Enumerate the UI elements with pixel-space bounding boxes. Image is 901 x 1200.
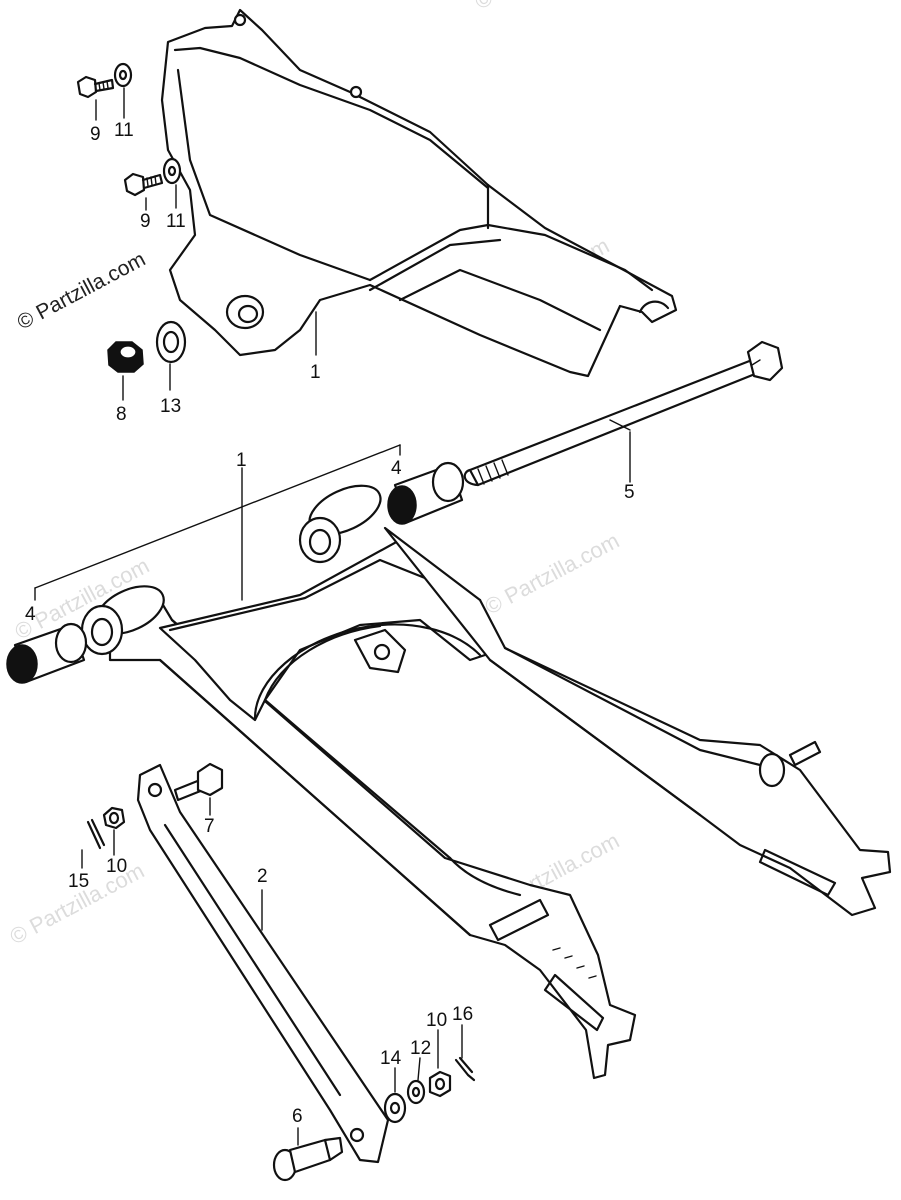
callout-1-arm: 1 [236,450,247,471]
callout-15: 15 [68,871,89,892]
callout-10-left: 10 [106,856,127,877]
watermark-faint: © Partzilla.com [481,528,624,620]
callout-12: 12 [410,1038,431,1059]
chain-case-cover [160,8,678,378]
callout-2: 2 [257,866,268,887]
torque-link-2 [136,763,390,1164]
callout-8: 8 [116,404,127,425]
nut-8 [107,341,144,373]
callout-4-left: 4 [25,604,36,625]
callout-11-top: 11 [114,120,134,141]
bolt-7 [173,762,224,816]
callout-9-mid: 9 [140,211,151,232]
callout-9-top: 9 [90,124,101,145]
callout-labels: 1 1 2 4 4 5 6 7 8 9 9 10 10 11 11 12 13 … [25,120,635,1127]
washer-14 [383,1092,407,1124]
pivot-bolt-5 [463,340,784,487]
cotter-pin-16 [454,1056,476,1082]
callout-6: 6 [292,1106,303,1127]
callout-14: 14 [380,1048,402,1069]
callout-5: 5 [624,482,635,503]
callout-16: 16 [452,1004,473,1025]
watermark-main: © Partzilla.com [14,248,150,335]
callout-13: 13 [160,396,181,417]
bolt-6 [272,1127,344,1182]
bolt-9-mid [123,172,164,197]
swing-arm [80,484,892,1080]
bolt-9-top [76,75,115,99]
washer-11-top [113,62,133,88]
washer-11-mid [162,157,182,185]
callout-10-right: 10 [426,1010,447,1031]
nut-10-right [428,1070,452,1098]
callout-11-mid: 11 [166,211,186,232]
callout-7: 7 [204,816,215,837]
nut-10-left [102,806,126,830]
washer-12 [406,1079,426,1105]
bracket-lines [34,444,401,601]
bushing-4-right [387,461,465,525]
bushing-4-left [6,622,88,684]
callout-4-right: 4 [391,458,402,479]
callout-1-cover: 1 [310,362,321,383]
washer-13 [155,320,187,364]
watermark-faint: © Partzilla.com [471,0,614,14]
cotter-pin-15 [81,818,115,869]
